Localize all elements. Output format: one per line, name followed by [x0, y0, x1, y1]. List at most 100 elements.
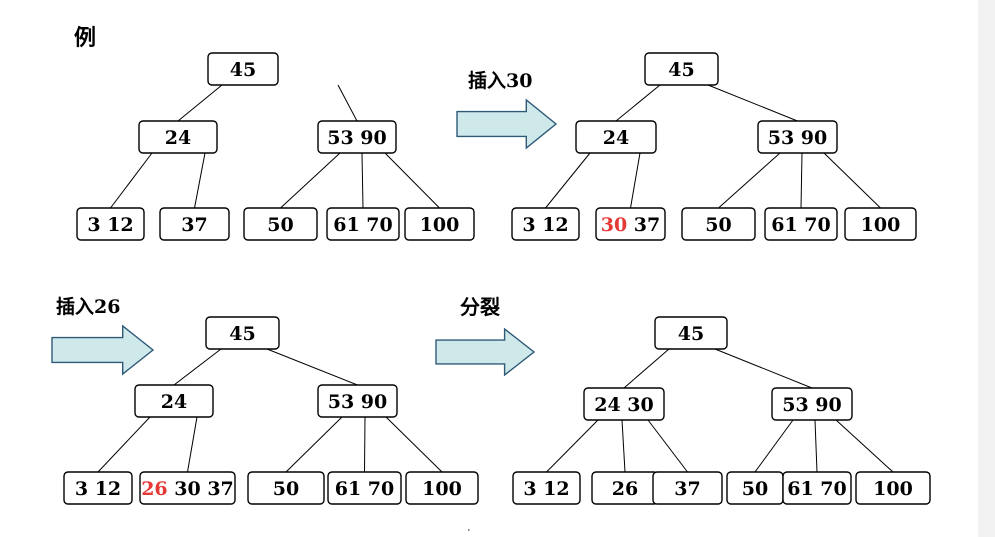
tree-edge: [545, 152, 591, 209]
node-box: [326, 207, 400, 241]
leaf-node: 30 37: [595, 207, 666, 241]
internal-node: 24 30: [583, 387, 665, 421]
root-node: 45: [654, 316, 728, 350]
tree-edge: [384, 152, 440, 209]
node-box: [844, 207, 917, 241]
right-arrow-icon: [435, 327, 536, 377]
leaf-node: 3 12: [76, 207, 145, 241]
leaf-node: 37: [159, 207, 230, 241]
node-key: 70: [361, 478, 394, 500]
node-key: 61: [771, 214, 797, 236]
node-key: 70: [814, 478, 847, 500]
node-box: [771, 387, 853, 421]
tree-edge: [630, 152, 641, 209]
node-key: 3: [523, 478, 536, 500]
node-key: 61: [333, 214, 359, 236]
node-key: 37: [201, 478, 234, 500]
tree-edge: [714, 348, 813, 389]
node-keys: 37: [674, 478, 700, 500]
leaf-node: 50: [243, 207, 318, 241]
node-keys: 24: [603, 127, 629, 149]
node-keys: 24: [161, 391, 187, 413]
leaf-node: 61 70: [326, 207, 400, 241]
node-key: 3: [75, 478, 88, 500]
node-key: 45: [678, 323, 704, 345]
internal-node: 53 90: [317, 384, 398, 418]
tree-edge: [707, 84, 798, 122]
node-box: [243, 207, 318, 241]
node-key: 50: [742, 478, 768, 500]
node-box: [511, 207, 580, 241]
node-keys: 100: [861, 214, 901, 236]
footer-dot: .: [467, 523, 471, 534]
node-keys: 61 70: [771, 214, 831, 236]
node-key: 90: [794, 127, 827, 149]
tree-edge: [718, 152, 781, 209]
leaf-node: 26: [591, 471, 659, 505]
tree-edge: [194, 152, 206, 209]
tree-edge: [546, 419, 599, 473]
node-keys: 45: [229, 323, 255, 345]
internal-node: 53 90: [757, 120, 838, 154]
node-key: 12: [101, 214, 134, 236]
leaf-node: 37: [652, 471, 723, 505]
node-keys: 61 70: [787, 478, 847, 500]
node-key: 100: [422, 478, 462, 500]
node-key: 53: [328, 391, 354, 413]
node-keys: 50: [705, 214, 731, 236]
node-keys: 53 90: [782, 394, 842, 416]
node-box: [681, 207, 756, 241]
node-key: 24: [603, 127, 629, 149]
node-box: [757, 120, 838, 154]
node-key: 3: [522, 214, 535, 236]
node-key: 70: [798, 214, 831, 236]
node-box: [782, 471, 852, 505]
tree-edge: [173, 348, 222, 386]
leaf-node: 61 70: [764, 207, 838, 241]
tree-edge: [285, 416, 343, 473]
example-title: 例: [74, 25, 97, 51]
node-box: [595, 207, 666, 241]
node-keys: 24: [165, 127, 191, 149]
node-box: [317, 120, 397, 154]
node-box: [764, 207, 838, 241]
node-key: 45: [229, 323, 255, 345]
node-box: [207, 52, 279, 86]
tree-edge: [647, 419, 688, 473]
internal-node: 24: [134, 384, 214, 418]
node-key: 24: [161, 391, 187, 413]
leaf-node: 100: [405, 471, 479, 505]
tree-edge: [280, 152, 341, 209]
node-box: [644, 52, 719, 86]
leaf-node: 50: [247, 471, 325, 505]
node-key: 24: [165, 127, 191, 149]
node-key: 100: [873, 478, 913, 500]
node-key: 61: [787, 478, 813, 500]
node-key: 26: [141, 478, 167, 500]
node-box: [404, 207, 475, 241]
leaf-node: 100: [844, 207, 917, 241]
tree-edge: [835, 419, 894, 473]
node-box: [855, 471, 931, 505]
node-key: 30: [168, 478, 201, 500]
leaf-node: 50: [726, 471, 784, 505]
node-box: [652, 471, 723, 505]
node-box: [405, 471, 479, 505]
leaf-node: 3 12: [63, 471, 133, 505]
root-node: 45: [207, 52, 279, 86]
leaf-node: 50: [681, 207, 756, 241]
node-box: [327, 471, 402, 505]
node-key: 12: [537, 478, 570, 500]
step-label-split: 分裂: [460, 295, 500, 319]
node-key: 90: [809, 394, 842, 416]
node-key: 45: [668, 59, 694, 81]
tree-edge: [187, 416, 198, 473]
tree-edge: [97, 416, 151, 473]
tree-edge: [361, 152, 364, 209]
leaf-node: 100: [855, 471, 931, 505]
tree-edge: [814, 419, 818, 473]
node-key: 24: [594, 394, 620, 416]
node-keys: 30 37: [601, 214, 661, 236]
node-key: 50: [267, 214, 293, 236]
